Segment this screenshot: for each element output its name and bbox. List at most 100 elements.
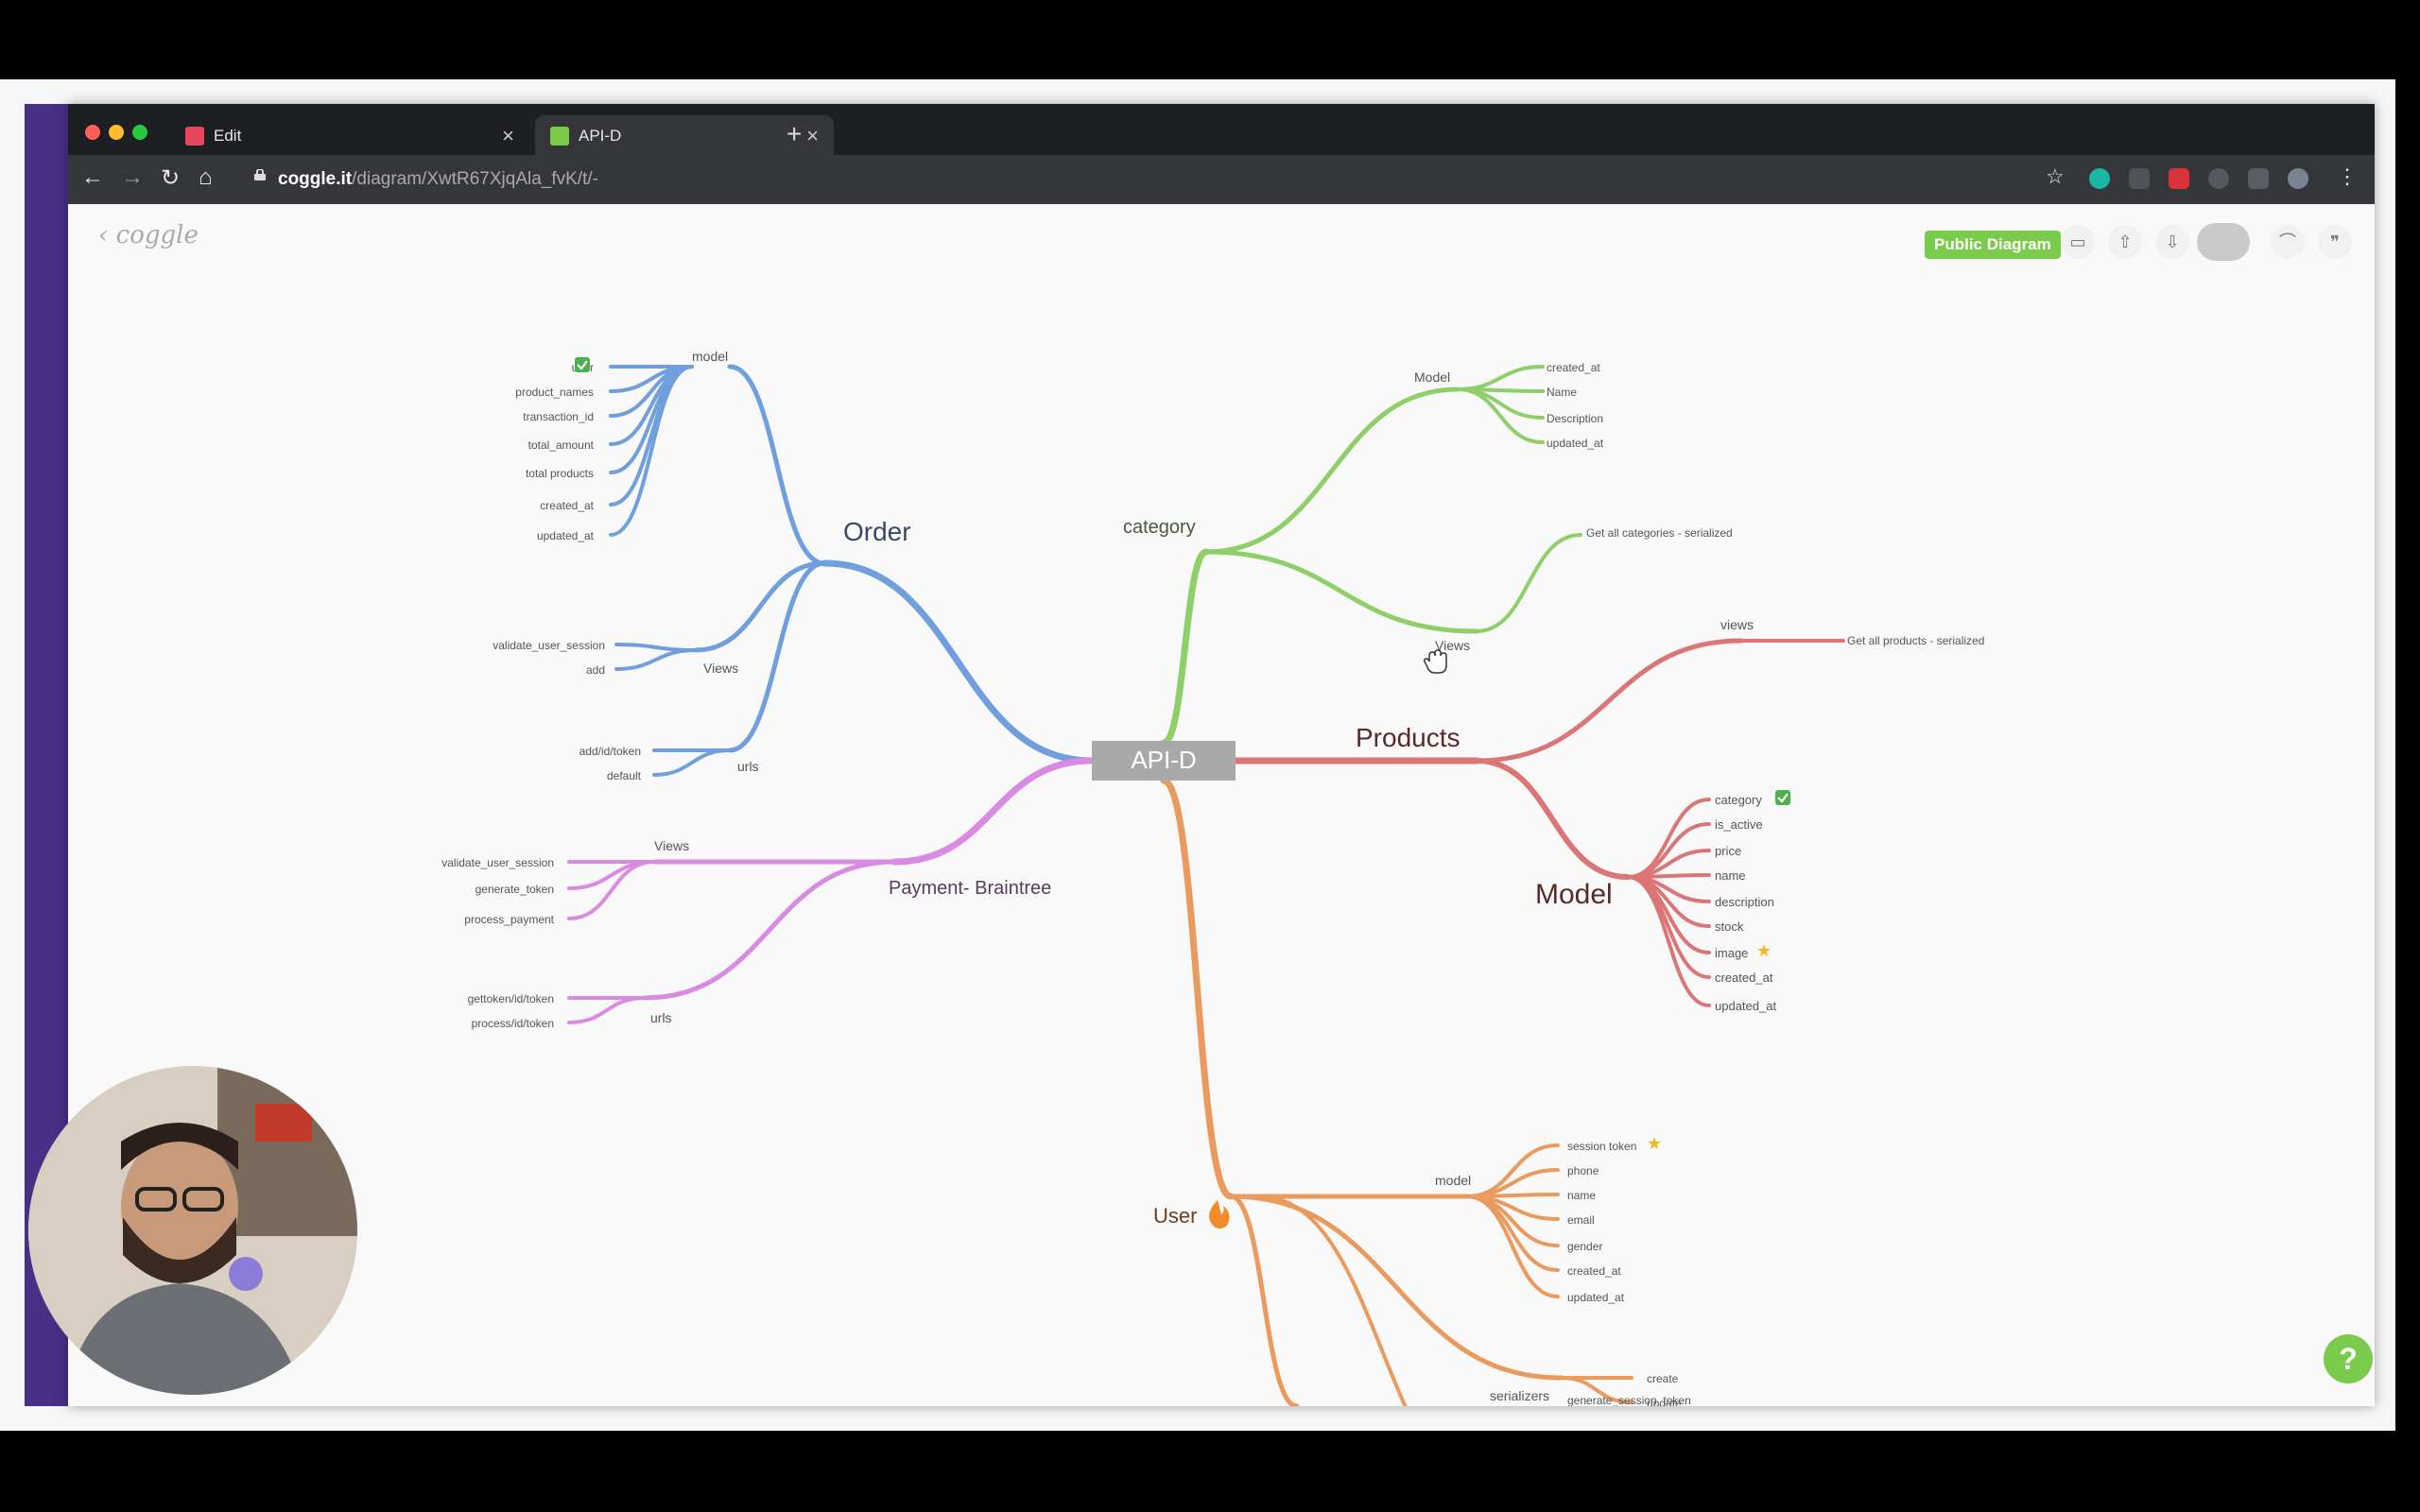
user-serializers-node[interactable]: serializers <box>1490 1388 1549 1403</box>
order-view-item[interactable]: add <box>586 663 605 677</box>
order-urls-node[interactable]: urls <box>737 759 759 774</box>
payment-view-item[interactable]: process_payment <box>464 913 554 926</box>
fire-icon <box>1209 1200 1230 1228</box>
branch-line <box>652 748 732 777</box>
category-node[interactable]: category <box>1123 517 1196 538</box>
branch-style-icon[interactable]: ⌒ <box>2271 225 2305 259</box>
close-window-icon[interactable] <box>85 125 100 140</box>
reload-icon[interactable]: ↻ <box>161 165 181 191</box>
category-model-field[interactable]: updated_at <box>1547 437 1604 450</box>
products-model-field[interactable]: created_at <box>1715 971 1773 985</box>
products-model-field[interactable]: image <box>1715 946 1748 960</box>
comments-icon[interactable]: ❞ <box>2318 225 2352 259</box>
minimize-window-icon[interactable] <box>109 125 124 140</box>
user-model-field[interactable]: email <box>1567 1213 1595 1227</box>
category-view-item[interactable]: Get all categories - serialized <box>1586 526 1733 540</box>
order-node[interactable]: Order <box>843 517 911 546</box>
public-diagram-badge[interactable]: Public Diagram <box>1925 231 2061 259</box>
extension-icon[interactable] <box>2129 168 2150 189</box>
user-model-field[interactable]: session token <box>1567 1140 1636 1153</box>
payment-url-item[interactable]: process/id/token <box>472 1017 554 1030</box>
collaborator-avatar[interactable] <box>2197 223 2250 261</box>
present-icon[interactable]: ▭ <box>2061 225 2095 259</box>
user-model-node[interactable]: model <box>1435 1173 1471 1188</box>
maximize-window-icon[interactable] <box>132 125 147 140</box>
products-model-field[interactable]: price <box>1715 844 1741 858</box>
order-model-field[interactable]: updated_at <box>537 529 595 542</box>
order-model-field[interactable]: created_at <box>540 499 594 512</box>
user-model-field[interactable]: phone <box>1567 1164 1599 1177</box>
category-model-field[interactable]: Name <box>1547 386 1577 399</box>
user-serializer-item[interactable]: update <box>1647 1397 1682 1406</box>
category-model-node[interactable]: Model <box>1414 369 1450 385</box>
branch-line <box>1465 1194 1560 1247</box>
logo-text: coggle <box>115 221 199 249</box>
order-model-field[interactable]: transaction_id <box>523 410 594 423</box>
tab-close-icon[interactable]: × <box>806 124 819 147</box>
order-model-field[interactable]: product_names <box>515 386 594 399</box>
help-button[interactable]: ? <box>2324 1334 2373 1383</box>
root-node-box[interactable] <box>1092 741 1236 781</box>
payment-urls-node[interactable]: urls <box>650 1010 672 1025</box>
bookmark-star-icon[interactable]: ☆ <box>2046 164 2065 188</box>
order-view-item[interactable]: validate_user_session <box>493 639 605 652</box>
products-model-field[interactable]: description <box>1715 895 1774 909</box>
payment-view-item[interactable]: validate_user_session <box>441 856 554 869</box>
order-model-node[interactable]: model <box>692 349 728 364</box>
products-model-field[interactable]: stock <box>1715 919 1744 934</box>
user-serializer-item[interactable]: create <box>1647 1372 1679 1385</box>
check-icon <box>1775 790 1790 805</box>
order-views-node[interactable]: Views <box>703 661 738 676</box>
payment-node[interactable]: Payment- Braintree <box>889 878 1051 899</box>
address-bar[interactable]: coggle.it/diagram/XwtR67XjqAla_fvK/t/- <box>246 161 1966 197</box>
tab-bar: Edit × API-D × + <box>68 104 2375 155</box>
root-node-label[interactable]: API-D <box>1131 746 1196 774</box>
extension-icon[interactable] <box>2169 168 2189 189</box>
tab-close-icon[interactable]: × <box>502 124 514 147</box>
order-url-item[interactable]: add/id/token <box>579 745 641 758</box>
order-url-item[interactable]: default <box>607 769 642 782</box>
new-tab-button[interactable]: + <box>786 119 803 148</box>
kebab-menu-icon[interactable]: ⋮ <box>2337 164 2358 188</box>
products-model-field[interactable]: name <box>1715 868 1746 883</box>
coggle-logo[interactable]: ‹ coggle <box>98 221 199 249</box>
branch-line <box>567 996 647 1024</box>
category-model-field[interactable]: created_at <box>1547 361 1600 374</box>
upload-icon[interactable]: ⇧ <box>2108 225 2142 259</box>
puzzle-icon[interactable] <box>2248 168 2269 189</box>
payment-url-item[interactable]: gettoken/id/token <box>468 992 554 1005</box>
tab-edit[interactable]: Edit × <box>170 115 529 155</box>
category-model-field[interactable]: Description <box>1547 412 1603 425</box>
user-model-field[interactable]: updated_at <box>1567 1291 1625 1304</box>
back-icon[interactable]: ← <box>81 164 104 190</box>
home-icon[interactable]: ⌂ <box>199 164 213 190</box>
payment-view-item[interactable]: generate_token <box>475 883 554 896</box>
order-model-field[interactable]: total products <box>526 467 594 480</box>
user-model-field[interactable]: name <box>1567 1189 1596 1202</box>
order-model-field[interactable]: total_amount <box>528 438 595 452</box>
tab-api-d[interactable]: API-D × <box>535 115 834 155</box>
user-model-field[interactable]: gender <box>1567 1240 1602 1253</box>
products-model-field[interactable]: is_active <box>1715 817 1763 832</box>
payment-views-node[interactable]: Views <box>654 838 689 853</box>
extension-icon[interactable] <box>2208 168 2229 189</box>
profile-avatar[interactable] <box>2288 168 2308 189</box>
mindmap-svg[interactable]: Ordermodeluserproduct_namestransaction_i… <box>68 204 2375 1406</box>
products-model-node[interactable]: Model <box>1535 879 1613 910</box>
user-extra-item[interactable]: generate_session_token <box>1567 1394 1691 1406</box>
user-model-field[interactable]: created_at <box>1567 1264 1621 1278</box>
download-icon[interactable]: ⇩ <box>2155 225 2189 259</box>
products-view-item[interactable]: Get all products - serialized <box>1847 634 1984 647</box>
category-views-node[interactable]: Views <box>1435 638 1470 653</box>
branch-line <box>1474 758 1631 880</box>
extension-icon[interactable] <box>2089 168 2110 189</box>
products-node[interactable]: Products <box>1356 723 1461 752</box>
products-views-node[interactable]: views <box>1720 617 1754 632</box>
user-node[interactable]: User <box>1153 1204 1197 1228</box>
forward-icon[interactable]: → <box>121 164 144 190</box>
products-model-field[interactable]: category <box>1715 793 1762 807</box>
browser-window: Edit × API-D × + ← → ↻ ⌂ coggle.it/diagr… <box>68 104 2375 1406</box>
products-model-field[interactable]: updated_at <box>1715 999 1776 1013</box>
